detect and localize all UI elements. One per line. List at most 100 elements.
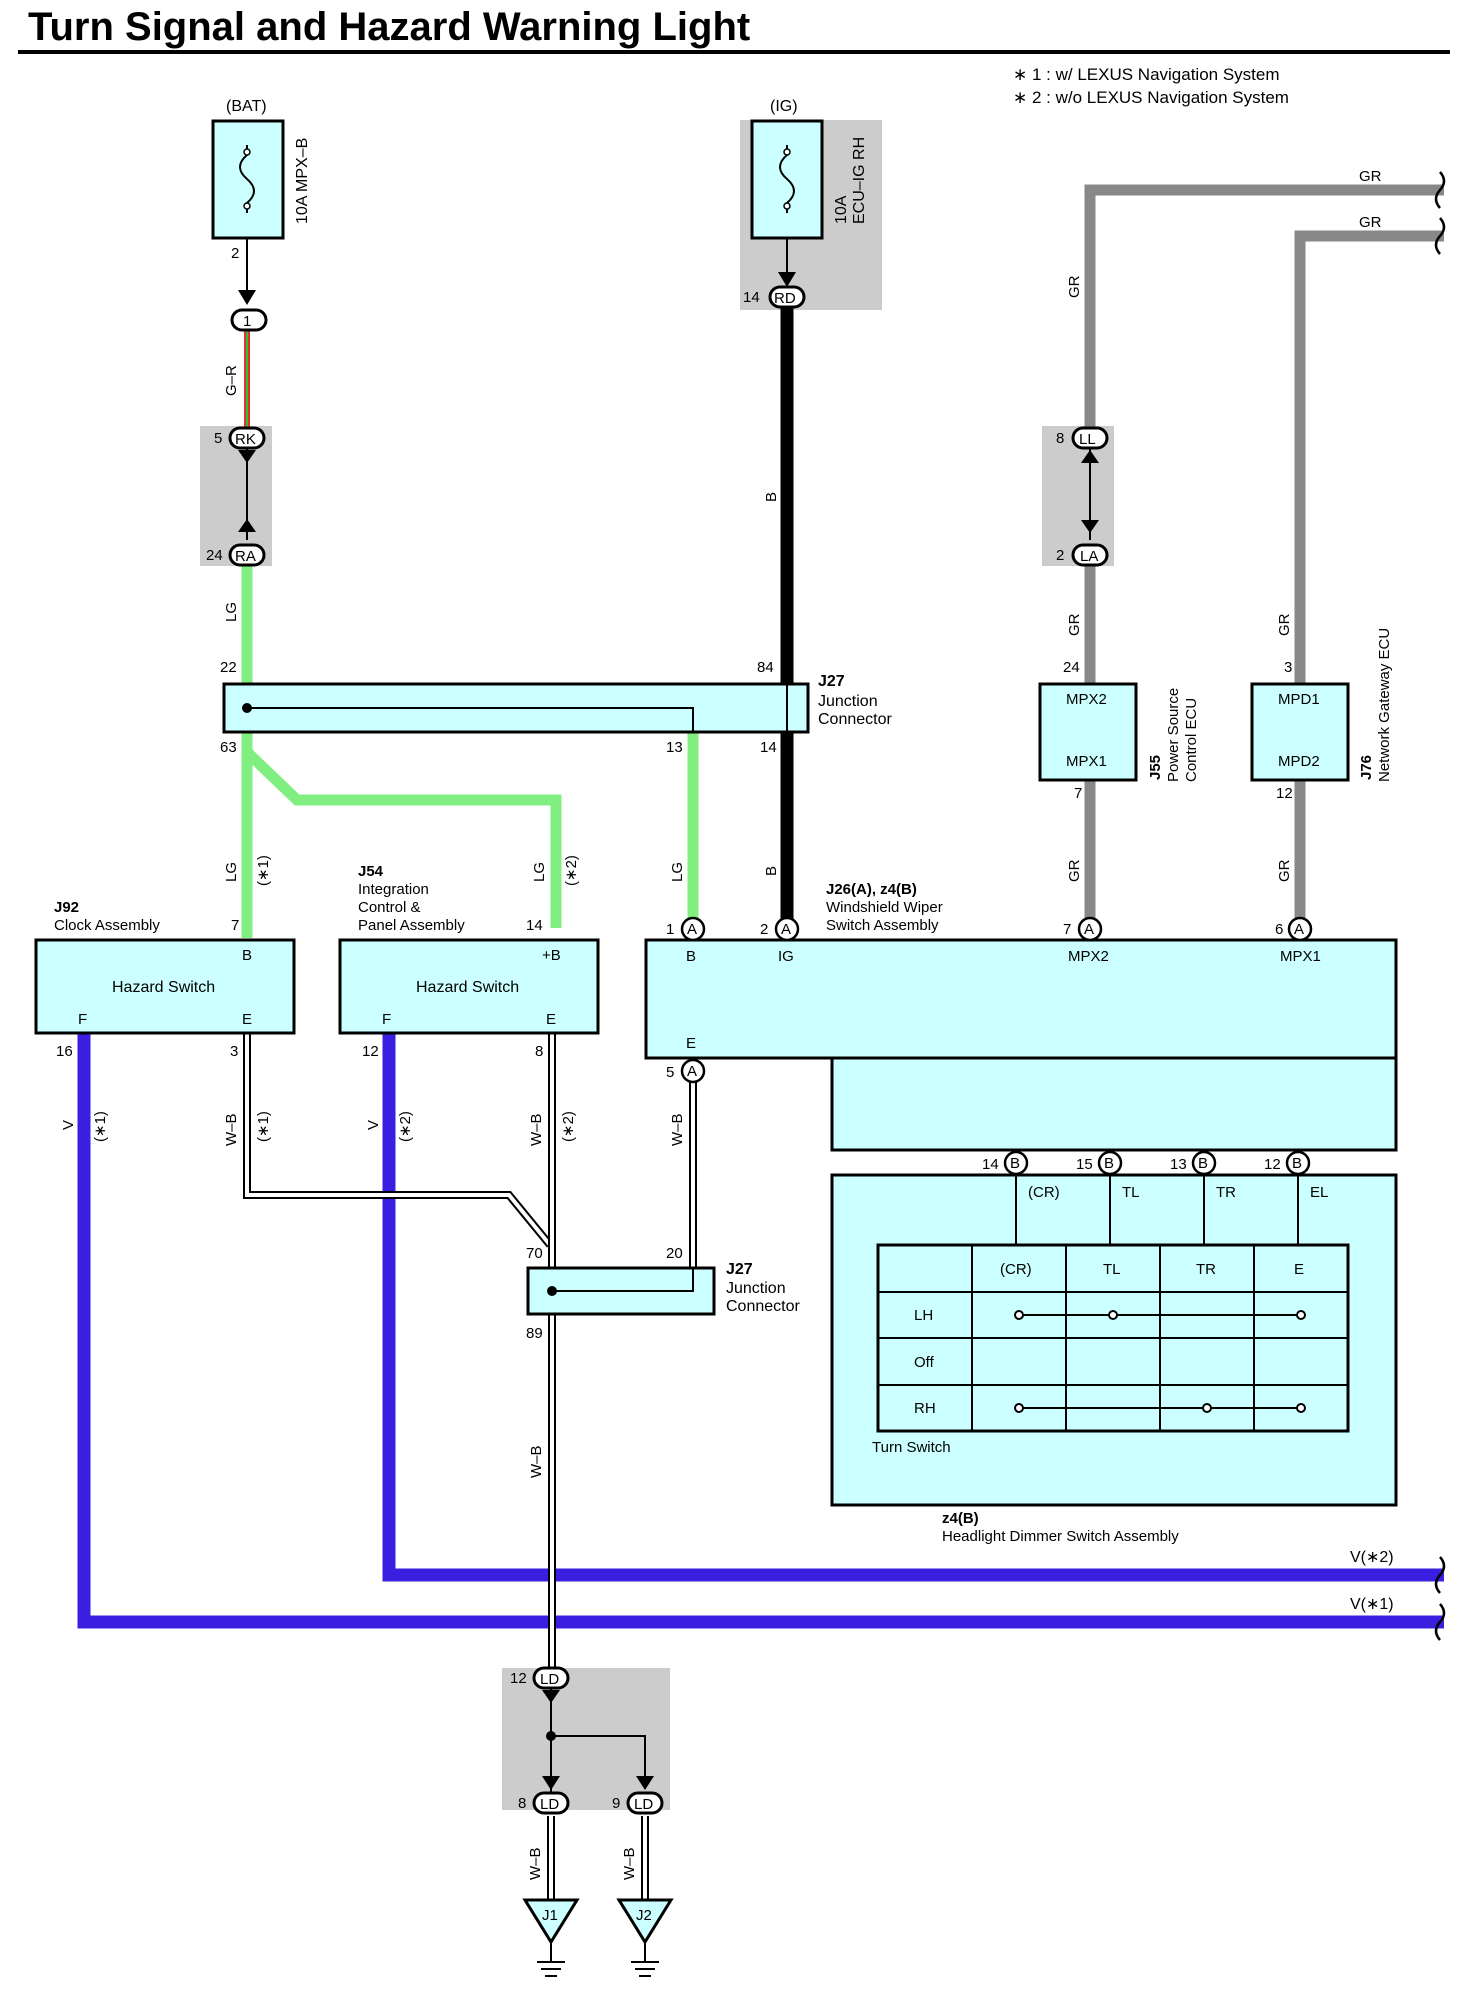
svg-text:F: F (78, 1011, 87, 1028)
label-v-right-1: V(∗1) (1350, 1596, 1394, 1613)
connector-rk: 5 RK (214, 426, 266, 463)
fuse-ig-name-1: 10A (833, 195, 850, 224)
svg-text:Integration: Integration (358, 881, 429, 898)
svg-text:13: 13 (666, 739, 683, 756)
fuse-ig-source: (IG) (770, 98, 798, 115)
ecu-j55: 24 MPX2 MPX1 7 J55 Power Source Control … (1038, 659, 1200, 802)
svg-text:LH: LH (914, 1307, 933, 1324)
svg-text:16: 16 (56, 1043, 73, 1060)
label-wb-1: W–B (223, 1113, 240, 1146)
label-wb-2-note: (∗2) (560, 1111, 577, 1142)
shade-rk-ra (200, 426, 272, 566)
break-v2 (1434, 1556, 1446, 1594)
label-lg-2: LG (223, 862, 240, 882)
label-lg-2-note: (∗1) (255, 855, 272, 886)
svg-text:3: 3 (1284, 659, 1292, 676)
svg-text:8: 8 (1056, 430, 1064, 447)
j27-bottom-id: J27 (726, 1261, 753, 1278)
label-wb-2: W–B (528, 1113, 545, 1146)
svg-text:20: 20 (666, 1245, 683, 1262)
svg-text:F: F (382, 1011, 391, 1028)
svg-text:Off: Off (914, 1354, 935, 1371)
svg-text:Windshield Wiper: Windshield Wiper (826, 899, 943, 916)
connector-ld-12: 12 LD (510, 1666, 570, 1703)
svg-text:MPX2: MPX2 (1068, 948, 1109, 965)
svg-text:7: 7 (1074, 785, 1082, 802)
conn-a-b: A (680, 916, 706, 942)
svg-text:14: 14 (760, 739, 777, 756)
svg-text:12: 12 (1264, 1156, 1281, 1173)
label-gr-top-2: GR (1359, 214, 1382, 231)
j55-name-2: Control ECU (1183, 698, 1200, 782)
svg-text:13: 13 (1170, 1156, 1187, 1173)
wire-v1 (77, 1033, 1444, 1629)
connector-ll: 8 LL (1056, 426, 1109, 463)
wire-ld-split-2 (551, 1735, 646, 1776)
svg-text:70: 70 (526, 1245, 543, 1262)
svg-text:2: 2 (1056, 547, 1064, 564)
j76-id: J76 (1358, 755, 1375, 780)
label-gr-4: GR (1066, 859, 1083, 882)
svg-text:2: 2 (760, 921, 768, 938)
svg-text:LL: LL (1079, 431, 1096, 448)
j27-bottom-line2: Connector (726, 1298, 800, 1315)
label-lg-3-note: (∗2) (563, 855, 580, 886)
svg-text:63: 63 (220, 739, 237, 756)
svg-text:MPX1: MPX1 (1280, 948, 1321, 965)
svg-text:24: 24 (1063, 659, 1080, 676)
integration-panel-j54: J54 Integration Control & Panel Assembly… (338, 863, 600, 1060)
svg-text:24: 24 (206, 547, 223, 564)
label-wb-6: W–B (621, 1847, 638, 1880)
svg-text:EL: EL (1310, 1184, 1328, 1201)
j27-top-line1: Junction (818, 693, 878, 710)
label-gr-top-1: GR (1359, 168, 1382, 185)
svg-text:14: 14 (526, 917, 543, 934)
svg-text:E: E (242, 1011, 252, 1028)
headlight-dimmer-switch-z4: 14 15 13 12 (CR) TL TR EL (CR) TL TR E L… (830, 1156, 1398, 1545)
svg-text:15: 15 (1076, 1156, 1093, 1173)
svg-text:12: 12 (362, 1043, 379, 1060)
svg-text:(CR): (CR) (1028, 1184, 1060, 1201)
label-wb-1-note: (∗1) (255, 1111, 272, 1142)
svg-text:RK: RK (235, 431, 256, 448)
svg-text:RA: RA (235, 548, 256, 565)
connector-ld-8: 8 LD (518, 1776, 570, 1815)
svg-text:TL: TL (1103, 1261, 1121, 1278)
svg-text:7: 7 (1063, 921, 1071, 938)
label-v-2-note: (∗2) (397, 1111, 414, 1142)
svg-text:12: 12 (510, 1670, 527, 1687)
svg-text:MPX1: MPX1 (1066, 753, 1107, 770)
label-g-r: G–R (223, 365, 240, 396)
svg-text:1: 1 (243, 313, 251, 330)
svg-text:B: B (242, 947, 252, 964)
j27-top-line2: Connector (818, 711, 892, 728)
label-wb-3: W–B (669, 1113, 686, 1146)
svg-text:Control &: Control & (358, 899, 421, 916)
conn-a-mpx1: A (1287, 916, 1313, 942)
svg-text:7: 7 (231, 917, 239, 934)
label-lg-4: LG (669, 862, 686, 882)
svg-text:E: E (546, 1011, 556, 1028)
z4-name: Headlight Dimmer Switch Assembly (942, 1528, 1179, 1545)
connector-la: 2 LA (1056, 520, 1109, 567)
conn-b-el: B (1285, 1150, 1311, 1176)
fuse-ig: (IG) 10A ECU–IG RH (750, 98, 868, 287)
svg-text:LD: LD (634, 1796, 653, 1813)
svg-text:RD: RD (774, 290, 796, 307)
j76-name: Network Gateway ECU (1376, 628, 1393, 782)
label-v-1-note: (∗1) (92, 1111, 109, 1142)
j27-bottom-line1: Junction (726, 1280, 786, 1297)
label-gr-2: GR (1066, 613, 1083, 636)
svg-text:+B: +B (542, 947, 561, 964)
svg-text:MPD2: MPD2 (1278, 753, 1320, 770)
connector-rd: 14 RD (743, 285, 806, 309)
ground-j1: J1 (522, 1898, 580, 1977)
j55-name-1: Power Source (1165, 688, 1182, 782)
svg-text:A: A (781, 921, 791, 938)
svg-text:8: 8 (535, 1043, 543, 1060)
svg-text:5: 5 (666, 1064, 674, 1081)
clock-assembly-j92: J92 Clock Assembly 7 B Hazard Switch F E… (34, 899, 296, 1060)
turn-switch-caption: Turn Switch (872, 1439, 951, 1456)
label-v-1: V (60, 1120, 77, 1130)
